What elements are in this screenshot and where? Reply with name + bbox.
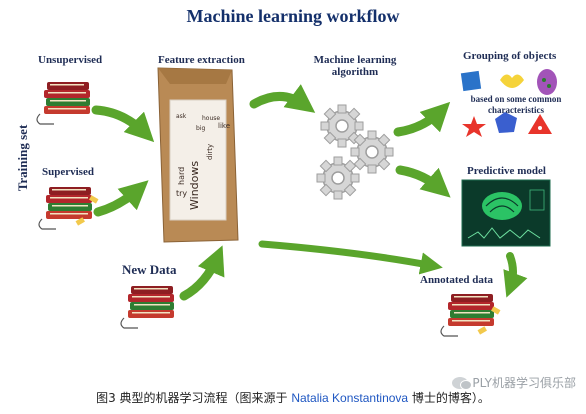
arrow-unsupervised-to-bag [91, 105, 155, 143]
figure-caption: 图3 典型的机器学习流程（图来源于 Natalia Konstantinova … [0, 389, 586, 406]
arrow-bag-to-algorithm [249, 84, 316, 113]
arrow-supervised-to-bag [93, 180, 149, 217]
ml-algorithm-line2: algorithm [331, 66, 379, 78]
supervised-label: Supervised [42, 166, 94, 178]
arrow-bag-to-annotated [258, 240, 443, 275]
books-supervised-icon [38, 186, 99, 230]
bag-word-2: dirty [206, 144, 214, 160]
bag-word-7: house [202, 115, 220, 122]
diagram-title: Machine learning workflow [186, 6, 400, 26]
bag-word-4: ask [176, 113, 187, 120]
caption-prefix: 图3 典型的机器学习流程（图来源于 [96, 391, 288, 405]
grouping-label: Grouping of objects [463, 50, 557, 62]
predictive-model-screen-icon [461, 179, 551, 247]
annotated-data-label: Annotated data [420, 274, 494, 286]
grouping-sub-line2: characteristics [488, 105, 544, 115]
arrow-newdata-to-bag [179, 245, 225, 301]
grouping-sub-line1: based on some common [470, 94, 562, 104]
gear-icon [350, 130, 394, 174]
predictive-model-label: Predictive model [467, 165, 546, 177]
grouping-sub-label: based on some common characteristics [454, 94, 578, 116]
feature-extraction-label: Feature extraction [158, 54, 245, 66]
new-data-label: New Data [122, 262, 177, 277]
watermark: PLY机器学习俱乐部 [452, 374, 576, 391]
grouping-shapes-icon [456, 68, 574, 140]
arrow-predictive-to-annotated [503, 252, 528, 298]
training-set-label: Training set [15, 124, 30, 192]
books-unsupervised-icon [36, 81, 91, 125]
books-new-data-icon [120, 285, 175, 329]
arrow-algorithm-to-grouping [393, 101, 451, 137]
bag-word-3: like [218, 122, 230, 130]
paper-bag-icon: Windows hard dirty like ask try big hous… [157, 67, 239, 243]
bag-word-1: hard [177, 167, 186, 185]
bag-word-6: big [196, 125, 205, 132]
books-annotated-icon [440, 293, 501, 337]
watermark-text: PLY机器学习俱乐部 [472, 376, 576, 390]
gear-icon [316, 156, 360, 200]
bag-word-5: try [176, 189, 187, 198]
workflow-arrows [91, 84, 528, 301]
wechat-icon [452, 376, 473, 390]
bag-word-0: Windows [188, 161, 201, 210]
caption-suffix: 博士的博客）。 [411, 391, 490, 405]
ml-algorithm-line1: Machine learning [313, 54, 397, 66]
unsupervised-label: Unsupervised [38, 54, 103, 66]
ml-algorithm-label: Machine learning algorithm [305, 54, 405, 78]
caption-author: Natalia Konstantinova [291, 391, 409, 405]
arrow-algorithm-to-predictive [395, 165, 451, 198]
